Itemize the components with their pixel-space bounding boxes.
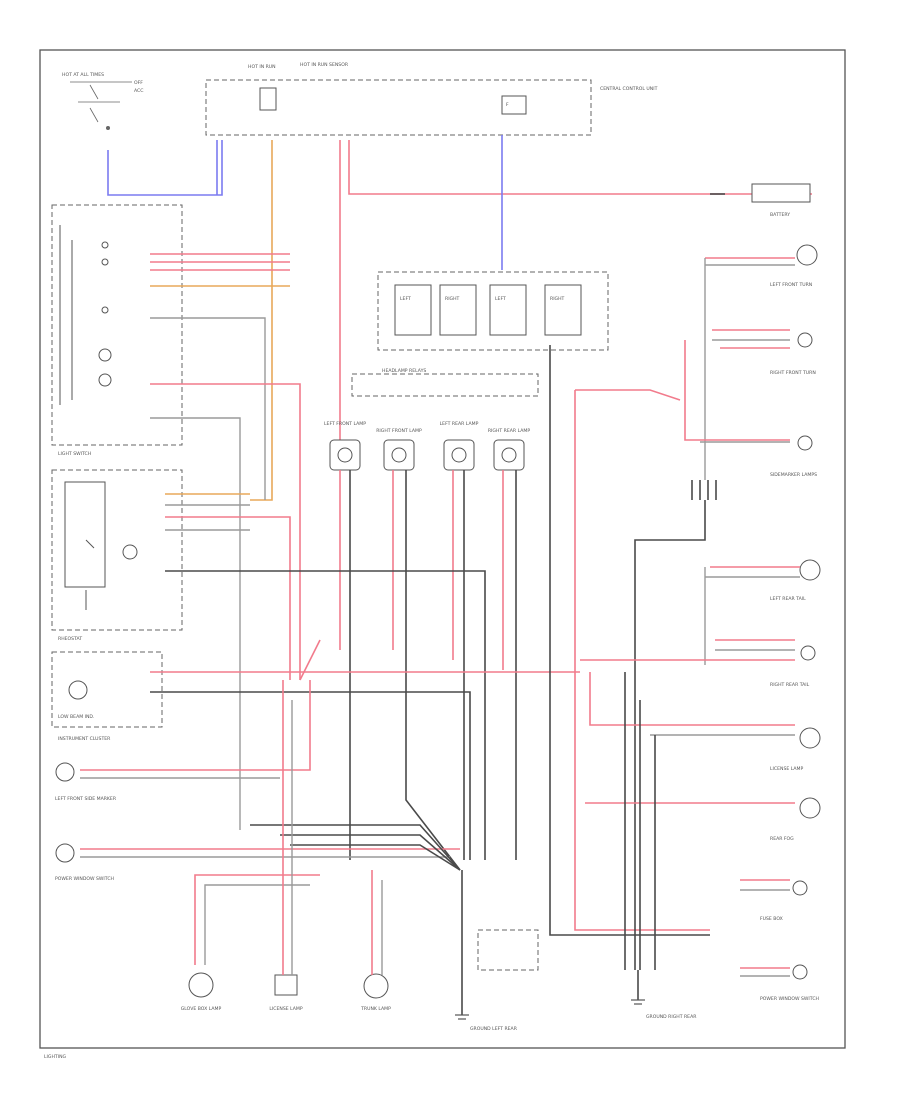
svg-text:RIGHT REAR LAMP: RIGHT REAR LAMP	[488, 428, 530, 434]
svg-text:REAR FOG: REAR FOG	[770, 836, 794, 842]
light-switch-box	[51, 204, 183, 446]
instrument-cluster-box	[51, 651, 163, 728]
svg-text:BATTERY: BATTERY	[770, 212, 790, 218]
left-lower-lamps: LEFT FRONT SIDE MARKER POWER WINDOW SWIT…	[55, 762, 117, 882]
svg-text:GROUND LEFT REAR: GROUND LEFT REAR	[470, 1026, 518, 1032]
svg-text:LOW BEAM IND.: LOW BEAM IND.	[58, 714, 94, 720]
svg-text:LEFT REAR LAMP: LEFT REAR LAMP	[440, 421, 479, 427]
svg-text:LEFT: LEFT	[495, 296, 506, 302]
svg-text:CENTRAL CONTROL UNIT: CENTRAL CONTROL UNIT	[600, 86, 658, 92]
right-lamps: LEFT FRONT TURN RIGHT FRONT TURN SIDEMAR…	[760, 244, 821, 1002]
instrument-cluster: LOW BEAM IND.	[58, 680, 94, 720]
svg-text:SIDEMARKER LAMPS: SIDEMARKER LAMPS	[770, 472, 817, 478]
fuse-symbols: F	[259, 87, 527, 115]
ground-right: GROUND RIGHT REAR	[631, 970, 697, 1020]
svg-text:LEFT FRONT LAMP: LEFT FRONT LAMP	[324, 421, 366, 427]
ground-left: GROUND LEFT REAR	[455, 1014, 518, 1032]
hot-in-run-box	[205, 79, 592, 136]
diagram-frame	[39, 49, 846, 1049]
svg-text:LIGHT SWITCH: LIGHT SWITCH	[58, 451, 91, 457]
svg-text:INSTRUMENT CLUSTER: INSTRUMENT CLUSTER	[58, 736, 111, 742]
svg-text:POWER WINDOW SWITCH: POWER WINDOW SWITCH	[760, 996, 819, 1002]
svg-text:FUSE BOX: FUSE BOX	[760, 916, 783, 922]
svg-text:LEFT: LEFT	[400, 296, 411, 302]
relay-box	[377, 271, 609, 351]
svg-text:RIGHT: RIGHT	[550, 296, 565, 302]
light-switch-contacts	[59, 225, 112, 405]
svg-text:F: F	[506, 102, 509, 108]
svg-text:RHEOSTAT: RHEOSTAT	[58, 636, 82, 642]
svg-text:GROUND RIGHT REAR: GROUND RIGHT REAR	[646, 1014, 697, 1020]
svg-text:LICENSE LAMP: LICENSE LAMP	[269, 1006, 303, 1012]
page-ref: LIGHTING	[44, 1054, 67, 1060]
rheostat	[64, 481, 138, 610]
ignition-switch: HOT AT ALL TIMES OFF ACC	[62, 72, 143, 130]
front-lamps-row: LEFT FRONT LAMP RIGHT FRONT LAMP LEFT RE…	[324, 373, 539, 471]
svg-text:LEFT REAR TAIL: LEFT REAR TAIL	[770, 596, 806, 602]
svg-text:LEFT FRONT SIDE MARKER: LEFT FRONT SIDE MARKER	[55, 796, 117, 802]
svg-text:TRUNK LAMP: TRUNK LAMP	[360, 1006, 391, 1012]
svg-text:HEADLAMP RELAYS: HEADLAMP RELAYS	[382, 368, 426, 374]
svg-text:RIGHT REAR TAIL: RIGHT REAR TAIL	[770, 682, 810, 688]
battery: BATTERY	[751, 183, 811, 218]
relay-modules: LEFT RIGHT LEFT RIGHT	[394, 284, 582, 336]
rheostat-box	[51, 469, 183, 631]
svg-text:POWER WINDOW SWITCH: POWER WINDOW SWITCH	[55, 876, 114, 882]
svg-text:GLOVE BOX LAMP: GLOVE BOX LAMP	[181, 1006, 222, 1012]
svg-text:RIGHT: RIGHT	[445, 296, 460, 302]
svg-text:RIGHT FRONT TURN: RIGHT FRONT TURN	[770, 370, 816, 376]
svg-text:LICENSE LAMP: LICENSE LAMP	[770, 766, 804, 772]
svg-text:HOT IN RUN: HOT IN RUN	[248, 64, 276, 70]
svg-text:HOT AT ALL TIMES: HOT AT ALL TIMES	[62, 72, 104, 78]
svg-text:HOT IN RUN SENSOR: HOT IN RUN SENSOR	[300, 62, 349, 68]
bottom-lamps: GLOVE BOX LAMP LICENSE LAMP TRUNK LAMP	[181, 972, 391, 1012]
svg-text:RIGHT FRONT LAMP: RIGHT FRONT LAMP	[376, 428, 422, 434]
svg-text:LEFT FRONT TURN: LEFT FRONT TURN	[770, 282, 812, 288]
svg-text:ACC: ACC	[134, 88, 143, 94]
svg-text:OFF: OFF	[134, 80, 143, 86]
